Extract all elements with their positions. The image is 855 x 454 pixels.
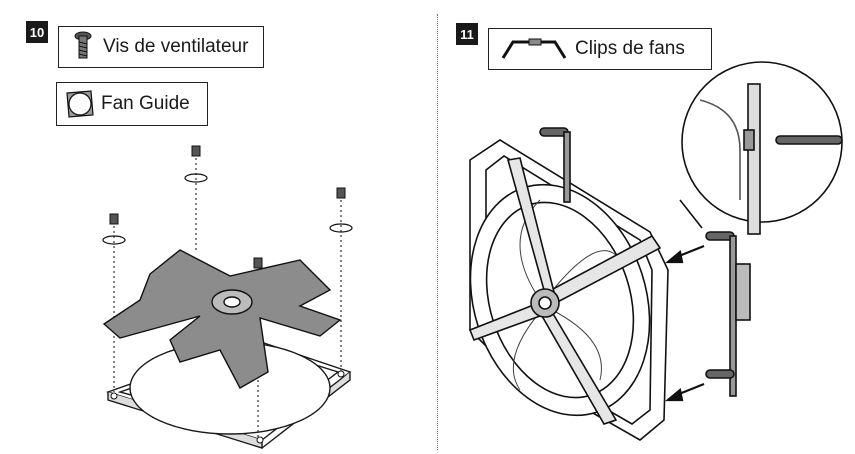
zoom-callout [679, 61, 843, 235]
step-11-badge: 11 [456, 23, 478, 45]
part-box-screw: Vis de ventilateur [58, 26, 264, 68]
fan-guide-icon [66, 90, 94, 118]
fan-clips [539, 127, 751, 397]
screw-icon [74, 31, 92, 59]
part-label-screw: Vis de ventilateur [103, 36, 249, 57]
screws [109, 145, 346, 269]
step-11-number: 11 [460, 26, 474, 42]
part-label-fan-clip: Clips de fans [575, 38, 685, 59]
step-10-number: 10 [29, 24, 45, 40]
step-divider [437, 14, 438, 450]
part-box-fan-guide: Fan Guide [56, 82, 208, 126]
step-10-badge: 10 [26, 21, 48, 43]
fan-guide-frame [105, 339, 352, 449]
fan-clip-icon [501, 38, 567, 59]
part-label-fan-guide: Fan Guide [101, 93, 190, 114]
fan-guide-cross [102, 249, 342, 389]
step-10-illustration [102, 145, 353, 449]
part-box-fan-clip: Clips de fans [488, 28, 712, 70]
